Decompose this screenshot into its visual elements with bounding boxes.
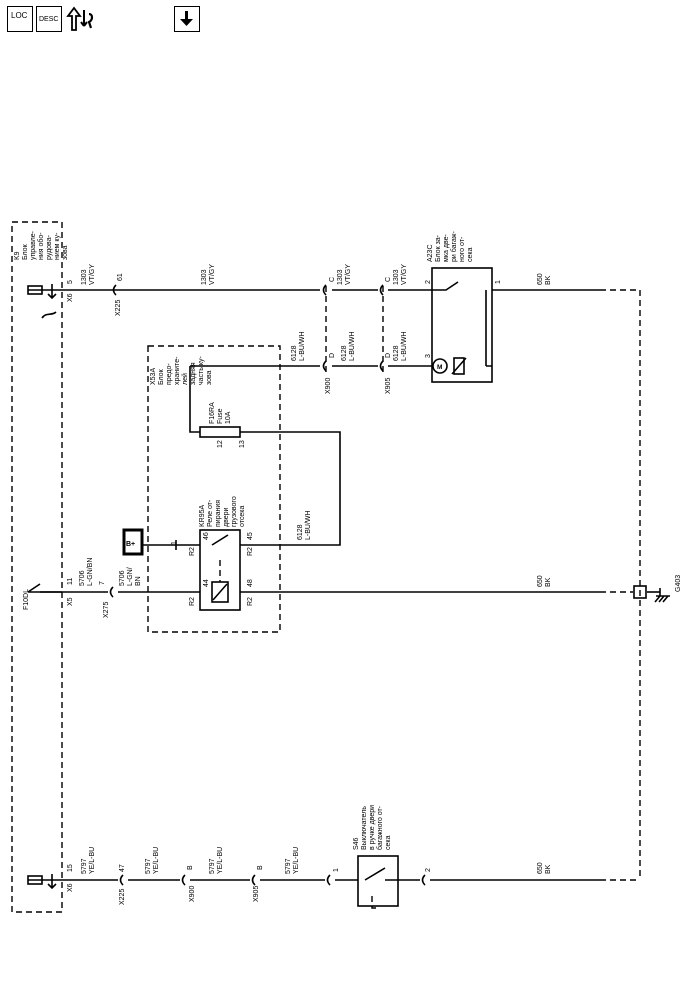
- loc-button-label: LOC: [11, 11, 28, 20]
- svg-text:44: 44: [203, 579, 210, 587]
- k9-module-box: [11, 221, 63, 913]
- x5-label: X5: [67, 597, 74, 606]
- svg-text:D: D: [329, 353, 336, 358]
- f10dl-switch: [27, 583, 62, 593]
- svg-text:R2: R2: [189, 547, 196, 556]
- kr95a-coil: [211, 581, 229, 603]
- desc-button-label: DESC: [39, 16, 58, 23]
- x275-label: X275: [103, 602, 110, 618]
- svg-text:R2: R2: [189, 597, 196, 606]
- wire-6128-relay: [240, 431, 341, 546]
- desc-button[interactable]: DESC: [36, 6, 62, 32]
- x225-top-label: X225: [115, 300, 122, 316]
- svg-text:1303VT/GY: 1303VT/GY: [337, 264, 352, 285]
- wire-6128-loop: [189, 366, 200, 433]
- x900-bottom-label: X900: [189, 886, 196, 902]
- g403-label: G403: [675, 575, 682, 592]
- svg-text:5797YE/L-BU: 5797YE/L-BU: [285, 847, 300, 874]
- g403-ground-symbol: [654, 588, 670, 603]
- svg-text:2: 2: [425, 280, 432, 284]
- x905-bottom-label: X905: [253, 886, 260, 902]
- f16ra-fuse: [199, 426, 241, 438]
- svg-text:5706L-GN/BN: 5706L-GN/BN: [119, 567, 142, 586]
- svg-text:5797YE/L-BU: 5797YE/L-BU: [81, 847, 96, 874]
- svg-text:5797YE/L-BU: 5797YE/L-BU: [209, 847, 224, 874]
- bplus-label: B+: [126, 541, 135, 548]
- svg-text:7: 7: [99, 581, 106, 585]
- toolbar: LOC DESC: [0, 0, 700, 44]
- a23c-internal-wire: [485, 290, 492, 367]
- x53a-label: X53A Блок предо- хранитe- лей задняя час…: [150, 354, 213, 385]
- s46-label: S46 Выключатель в ручке двери багажного …: [353, 803, 392, 850]
- svg-text:2: 2: [425, 868, 432, 872]
- power-signal-icon[interactable]: [65, 4, 97, 34]
- x53a-fuse-block-box: [147, 345, 281, 633]
- thermistor-symbol: [453, 357, 465, 375]
- svg-text:C: C: [385, 277, 392, 282]
- svg-text:R2: R2: [247, 597, 254, 606]
- svg-text:6128L-BU/WH: 6128L-BU/WH: [297, 510, 312, 540]
- svg-text:B: B: [257, 865, 264, 870]
- svg-text:R2: R2: [247, 547, 254, 556]
- bplus-box: [122, 528, 144, 556]
- k9-pin15-symbol: [27, 874, 57, 890]
- svg-text:B: B: [187, 865, 194, 870]
- f10dl-label: F10DL: [23, 589, 30, 610]
- svg-text:6128L-BU/WH: 6128L-BU/WH: [341, 331, 356, 361]
- a23c-label: A23C Блок за- мка две- ри багаж- ного от…: [427, 229, 474, 262]
- k9-label: K9 Блок управле- ния обо- рудова- нием к…: [14, 229, 69, 260]
- f16ra-label: F16RA Fuse 10A: [209, 401, 232, 424]
- svg-text:1: 1: [495, 280, 502, 284]
- svg-text:M: M: [437, 364, 442, 371]
- kr95a-relay-box: [199, 529, 241, 611]
- x900-top-label: X900: [325, 378, 332, 394]
- x225-bottom-label: X225: [119, 889, 126, 905]
- svg-text:1303VT/GY: 1303VT/GY: [393, 264, 408, 285]
- connector-curves: [109, 284, 426, 886]
- svg-text:12: 12: [217, 440, 224, 448]
- svg-text:1: 1: [171, 541, 178, 545]
- a23c-module-box: [431, 267, 493, 383]
- svg-text:48: 48: [247, 579, 254, 587]
- svg-text:5: 5: [67, 280, 74, 284]
- bplus-feed: [142, 540, 200, 550]
- svg-text:11: 11: [67, 578, 74, 585]
- s46-module-box: [357, 855, 399, 907]
- download-button[interactable]: [174, 6, 200, 32]
- svg-text:15: 15: [67, 864, 74, 872]
- down-arrow-icon: [180, 11, 193, 26]
- rotated-labels: K9 Блок управле- ния обо- рудова- нием к…: [14, 229, 682, 905]
- loc-button[interactable]: LOC: [7, 6, 33, 32]
- s46-switch: [364, 867, 398, 881]
- a23c-switch: [432, 281, 459, 291]
- svg-text:1303VT/GY: 1303VT/GY: [81, 264, 96, 285]
- svg-text:6128L-BU/WH: 6128L-BU/WH: [291, 331, 306, 361]
- svg-text:D: D: [385, 353, 392, 358]
- svg-text:3: 3: [425, 354, 432, 358]
- x905-top-label: X905: [385, 378, 392, 394]
- svg-text:47: 47: [119, 864, 126, 872]
- svg-text:46: 46: [203, 532, 210, 540]
- svg-text:650BK: 650BK: [537, 273, 552, 285]
- kr95a-label: KR95A Реле от- пирания двери грузового о…: [199, 494, 246, 527]
- svg-text:13: 13: [239, 440, 246, 448]
- ground-splice: [633, 585, 647, 599]
- svg-text:C: C: [329, 277, 336, 282]
- motor-symbol: [432, 358, 448, 374]
- svg-text:5706L-GN/BN: 5706L-GN/BN: [79, 558, 94, 586]
- svg-text:5797YE/L-BU: 5797YE/L-BU: [145, 847, 160, 874]
- k9-pin5-symbol: [27, 284, 57, 319]
- svg-text:650BK: 650BK: [537, 575, 552, 587]
- x6-top-label: X6: [67, 293, 74, 302]
- s46-actuator: [371, 896, 380, 909]
- svg-text:6128L-BU/WH: 6128L-BU/WH: [393, 331, 408, 361]
- kr95a-contact: [211, 534, 229, 546]
- svg-text:650BK: 650BK: [537, 862, 552, 874]
- svg-text:1: 1: [333, 868, 340, 872]
- svg-text:1303VT/GY: 1303VT/GY: [201, 264, 216, 285]
- svg-text:45: 45: [247, 532, 254, 540]
- svg-text:61: 61: [117, 273, 124, 281]
- x6-bottom-label: X6: [67, 883, 74, 892]
